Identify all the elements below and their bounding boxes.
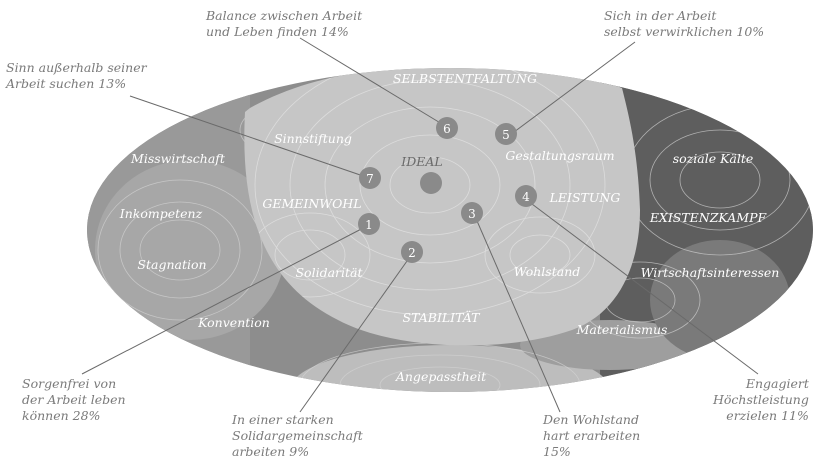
annotation-wohlstand: Den Wohlstand hart erarbeiten 15% [543,412,641,459]
annotation-hoechstleistung: Engagiert Höchstleistung erzielen 11% [713,376,809,423]
marker-5: 5 [495,123,517,145]
term-materialismus: Materialismus [576,322,668,337]
marker-6: 6 [436,117,458,139]
region-selbstentfaltung: SELBSTENTFALTUNG [393,71,537,86]
svg-text:5: 5 [502,128,510,142]
term-angepasstheit: Angepasstheit [395,369,487,384]
annotation-sorgenfrei: Sorgenfrei von der Arbeit leben können 2… [22,376,126,423]
term-stagnation: Stagnation [137,257,206,272]
region-leistung: LEISTUNG [549,190,621,205]
term-soziale-kaelte: soziale Kälte [673,151,754,166]
marker-3: 3 [461,202,483,224]
svg-text:2: 2 [408,246,416,260]
svg-text:4: 4 [522,190,530,204]
leader-lines [81,37,759,413]
term-konvention: Konvention [197,315,270,330]
region-gemeinwohl: GEMEINWOHL [262,196,361,211]
term-gestaltungsraum: Gestaltungsraum [505,148,614,163]
ideal-region [244,68,640,346]
term-misswirtschaft: Misswirtschaft [130,151,226,166]
annotation-selbstverwirklichen: Sich in der Arbeit selbst verwirklichen … [604,8,765,39]
svg-text:6: 6 [443,122,451,136]
term-wirtschaftsinteressen: Wirtschaftsinteressen [641,265,780,280]
region-ideal: IDEAL [400,154,442,169]
svg-text:1: 1 [365,218,373,232]
term-inkompetenz: Inkompetenz [119,206,203,221]
annotation-sinn: Sinn außerhalb seiner Arbeit suchen 13% [6,60,147,91]
ideal-point [420,172,442,194]
marker-7: 7 [359,167,381,189]
region-stabilitaet: STABILITÄT [403,309,482,325]
term-solidaritaet: Solidarität [295,265,363,280]
annotation-balance: Balance zwischen Arbeit und Leben finden… [206,8,363,39]
marker-2: 2 [401,241,423,263]
svg-text:7: 7 [366,172,374,186]
term-sinnstiftung: Sinnstiftung [274,131,352,146]
term-wohlstand: Wohlstand [514,264,581,279]
svg-text:3: 3 [468,207,476,221]
annotation-solidargemeinschaft: In einer starken Solidargemeinschaft arb… [232,412,363,459]
marker-1: 1 [358,213,380,235]
marker-4: 4 [515,185,537,207]
region-existenzkampf: EXISTENZKAMPF [649,210,768,225]
